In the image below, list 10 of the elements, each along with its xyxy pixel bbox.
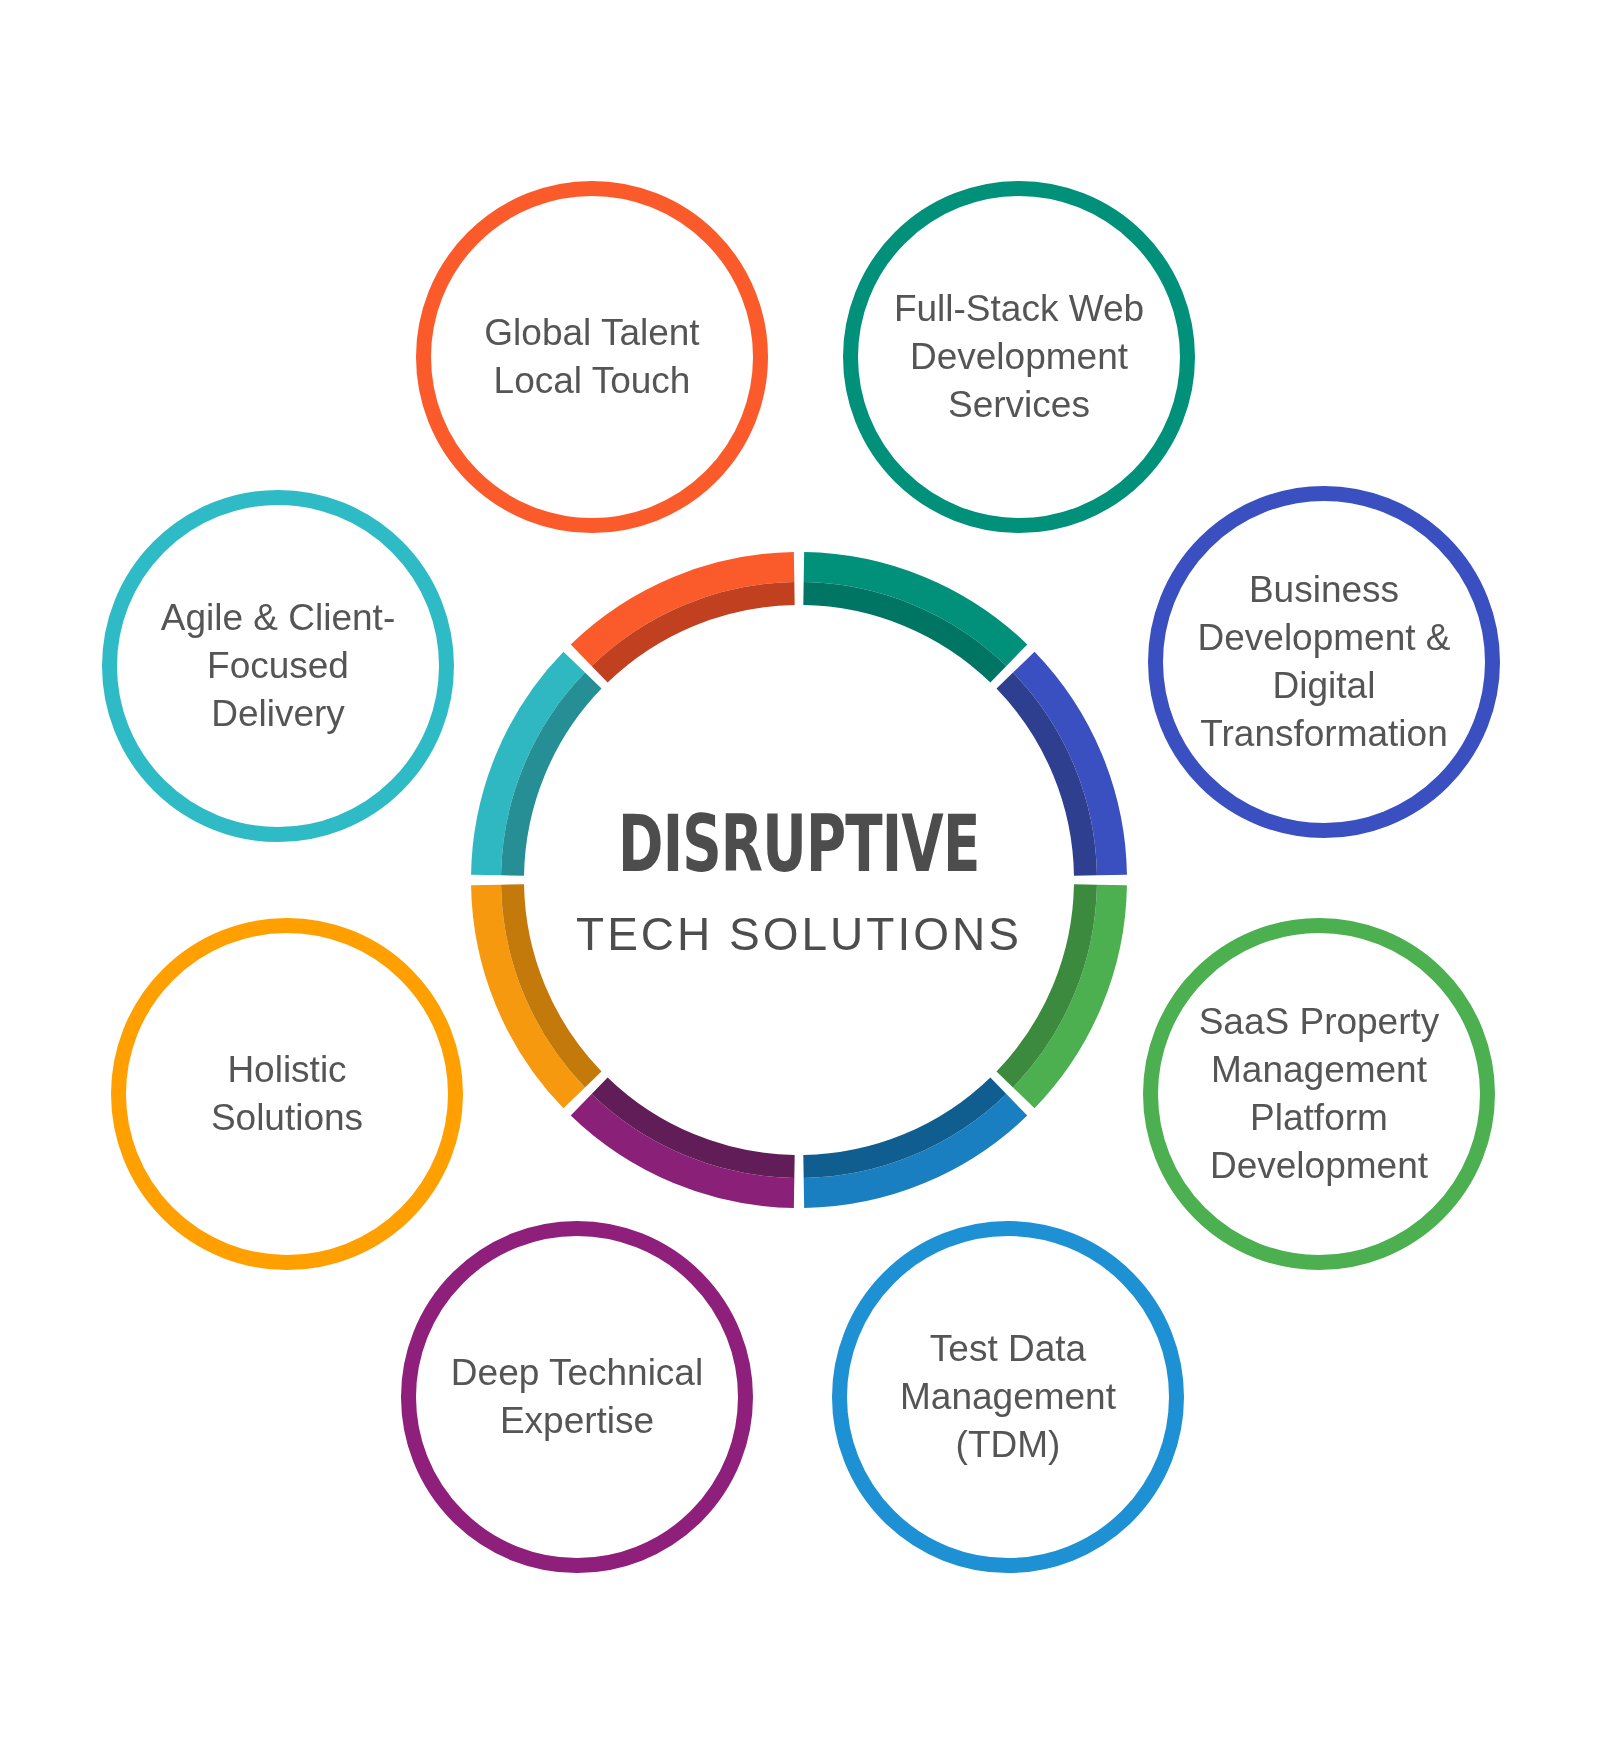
node-label: Business Development & Digital Transformation — [1196, 567, 1452, 757]
node-label: SaaS Property Management Platform Development — [1197, 999, 1441, 1189]
node-label: Agile & Client-Focused Delivery — [159, 595, 397, 737]
node-label: Full-Stack Web Development Services — [892, 286, 1146, 428]
node-label: Deep Technical Expertise — [449, 1350, 705, 1443]
node-label: Global Talent Local Touch — [483, 310, 701, 403]
title-text: DISRUPTIVE — [618, 799, 980, 889]
node-label: Holistic Solutions — [209, 1047, 365, 1140]
node-label: Test Data Management (TDM) — [899, 1326, 1117, 1468]
subtitle-text: TECH SOLUTIONS — [576, 907, 1022, 961]
